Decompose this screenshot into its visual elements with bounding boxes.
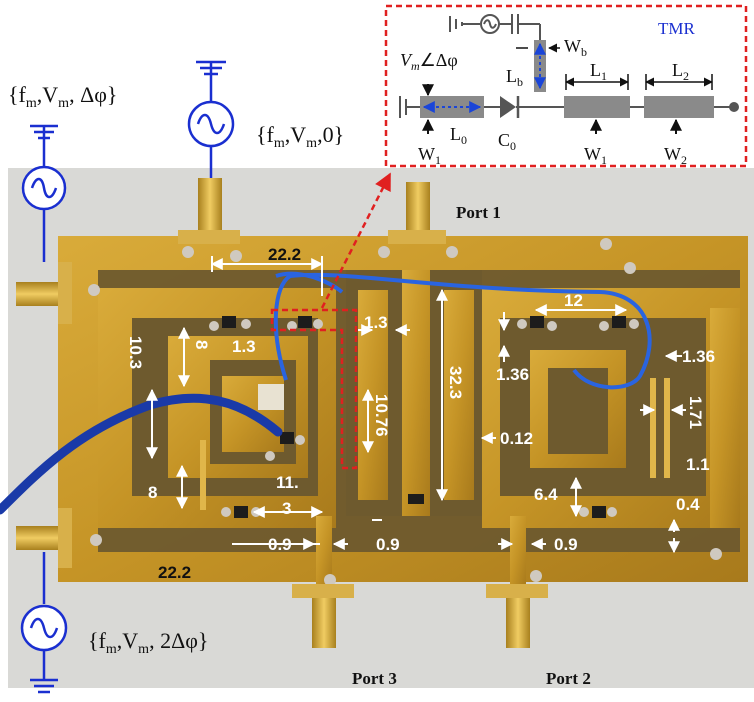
inset-wb-label: Wb bbox=[564, 36, 587, 59]
dim-22-2-top: 22.2 bbox=[268, 245, 301, 264]
dim-1-3-left: 1.3 bbox=[232, 337, 256, 356]
source-label-top-left: {fm,Vm, Δφ} bbox=[8, 82, 117, 111]
dimension-lines bbox=[146, 256, 686, 554]
dim-12: 12 bbox=[564, 291, 583, 310]
blue-cable-top bbox=[275, 271, 344, 294]
dim-1-36-right: 1.36 bbox=[682, 347, 715, 366]
dim-10-3: 10.3 bbox=[126, 336, 145, 369]
dim-1-36-mid: 1.36 bbox=[496, 365, 529, 384]
source-label-top-center: {fm,Vm,0} bbox=[256, 122, 344, 151]
tmr-pointer-arrow bbox=[320, 172, 392, 309]
port3-label: Port 3 bbox=[352, 669, 397, 688]
inset-l1-label: L1 bbox=[590, 60, 607, 83]
inset-w1-left-label: W1 bbox=[418, 144, 441, 167]
dim-0-9-mid: 0.9 bbox=[376, 535, 400, 554]
line-l2 bbox=[644, 96, 714, 118]
dim-1-71: 1.71 bbox=[686, 396, 705, 429]
port2-label: Port 2 bbox=[546, 669, 591, 688]
sma-connector-port2 bbox=[486, 584, 548, 648]
dim-8-top: 8 bbox=[192, 340, 211, 349]
dim-1-1: 1.1 bbox=[686, 455, 710, 474]
sma-connector-port3 bbox=[292, 584, 354, 648]
inset-lb-label: Lb bbox=[506, 66, 523, 89]
open-end-icon bbox=[729, 102, 739, 112]
bias-line-lb bbox=[534, 40, 546, 92]
sma-connector-source-left-bottom bbox=[16, 508, 72, 568]
blue-cable-loop bbox=[273, 272, 652, 390]
inset-l2-label: L2 bbox=[672, 60, 689, 83]
dim-32-3: 32.3 bbox=[446, 366, 465, 399]
inset-c0-label: C0 bbox=[498, 130, 516, 153]
sma-connector-source-center bbox=[178, 178, 240, 244]
sma-connector-source-left-top bbox=[16, 262, 72, 324]
tmr-inset: TMR Wb Lb Vm∠Δφ bbox=[384, 4, 748, 168]
dim-0-9-left: 0.9 bbox=[268, 535, 292, 554]
inset-l0-label: L0 bbox=[450, 124, 467, 147]
dim-1-3-mid: 1.3 bbox=[364, 313, 388, 332]
dim-0-9-right: 0.9 bbox=[554, 535, 578, 554]
sma-connector-port1 bbox=[388, 182, 446, 244]
pcb-board bbox=[58, 236, 748, 586]
inset-vm-label: Vm∠Δφ bbox=[400, 50, 458, 73]
dim-3: 3 bbox=[282, 499, 291, 518]
inset-w1-mid-label: W1 bbox=[584, 144, 607, 167]
dim-22-2-bottom: 22.2 bbox=[158, 563, 191, 582]
line-l1 bbox=[564, 96, 630, 118]
dim-0-12: 0.12 bbox=[500, 429, 533, 448]
tmr-title: TMR bbox=[658, 19, 696, 38]
dim-0-4: 0.4 bbox=[676, 495, 700, 514]
varactor-c0-icon bbox=[500, 96, 516, 118]
dim-8-bottom: 8 bbox=[148, 483, 157, 502]
source-symbols bbox=[20, 60, 235, 694]
dim-10-76: 10.76 bbox=[372, 394, 391, 437]
port1-label: Port 1 bbox=[456, 203, 501, 222]
source-label-bottom-left: {fm,Vm, 2Δφ} bbox=[88, 628, 208, 657]
dim-6-4: 6.4 bbox=[534, 485, 558, 504]
tmr-highlight-box bbox=[270, 308, 358, 470]
inset-w2-label: W2 bbox=[664, 144, 687, 167]
dim-11: 11. bbox=[276, 473, 299, 492]
